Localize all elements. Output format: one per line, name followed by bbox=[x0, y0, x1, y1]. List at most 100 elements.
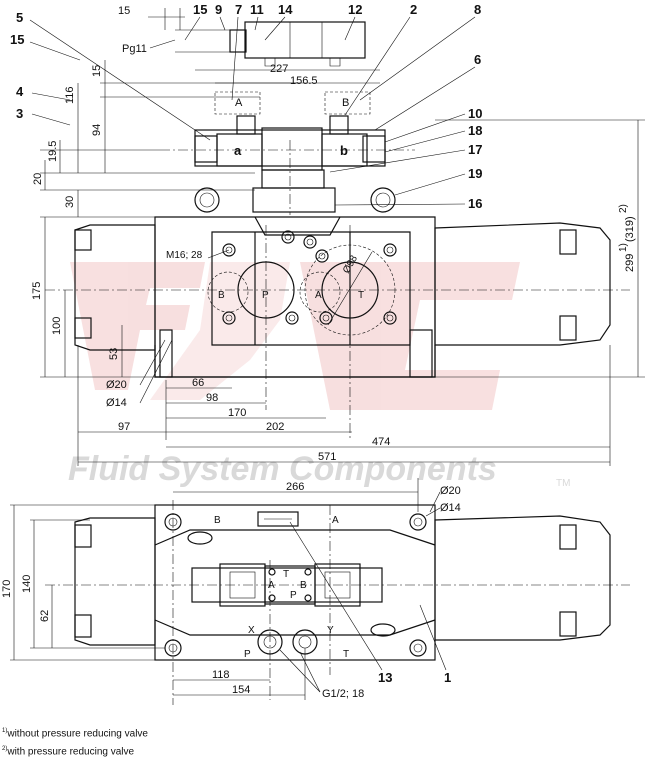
dim-20: 20 bbox=[32, 173, 44, 185]
solenoid-nut-a bbox=[194, 135, 218, 163]
dim-474: 474 bbox=[372, 436, 390, 448]
dim-319: (319) bbox=[624, 216, 636, 242]
callout-15-top: 15 bbox=[193, 2, 207, 17]
solenoid-b-label: b bbox=[340, 143, 348, 158]
bottom-port-a: A bbox=[332, 515, 339, 526]
thread-m16-label: M16; 28 bbox=[166, 250, 203, 261]
callout-14: 14 bbox=[278, 2, 293, 17]
callout-1: 1 bbox=[444, 670, 451, 685]
symbol-b: B bbox=[300, 580, 307, 591]
dim-118: 118 bbox=[212, 669, 230, 681]
footnote-2-text: with pressure reducing valve bbox=[7, 746, 135, 758]
dim-202: 202 bbox=[266, 421, 284, 433]
callout-10: 10 bbox=[468, 106, 482, 121]
dim-62: 62 bbox=[39, 610, 51, 622]
callout-12: 12 bbox=[348, 2, 362, 17]
diameter-20-top: Ø20 bbox=[106, 379, 127, 391]
top-view: A B a b bbox=[40, 21, 645, 440]
callout-6: 6 bbox=[474, 52, 481, 67]
bottom-port-t: T bbox=[343, 649, 349, 660]
solenoid-nut-b bbox=[362, 135, 386, 163]
symbol-t: T bbox=[283, 569, 289, 580]
dim-266: 266 bbox=[286, 481, 304, 493]
top-view-dimensions: 15 Pg11 227 156.5 15 116 94 19.5 20 30 1… bbox=[31, 5, 639, 466]
pg11-label: Pg11 bbox=[122, 43, 147, 55]
callout-8: 8 bbox=[474, 2, 481, 17]
pressure-reducing-valve bbox=[252, 187, 336, 213]
solenoid-a-label: a bbox=[234, 143, 242, 158]
pilot-port-a-label: A bbox=[235, 97, 243, 109]
callout-18: 18 bbox=[468, 123, 482, 138]
bottom-port-x: X bbox=[248, 625, 255, 636]
diameter-14-bottom: Ø14 bbox=[440, 502, 461, 514]
callout-4: 4 bbox=[16, 84, 24, 99]
dim-15-vertical: 15 bbox=[91, 65, 103, 77]
watermark-logo bbox=[70, 262, 520, 410]
main-body-bottom bbox=[154, 504, 436, 661]
dim-19-5: 19.5 bbox=[47, 141, 59, 162]
dim-116: 116 bbox=[64, 86, 76, 104]
bottom-port-p: P bbox=[244, 649, 251, 660]
dim-53: 53 bbox=[108, 348, 120, 360]
callout-17: 17 bbox=[468, 142, 482, 157]
watermark-tm: TM bbox=[556, 478, 570, 489]
symbol-p: P bbox=[290, 590, 297, 601]
bottom-view-dimensions: 266 Ø20 Ø14 170 140 62 118 154 G1/2; 18 bbox=[1, 481, 461, 700]
end-cap-right-bottom bbox=[434, 515, 611, 641]
nameplate bbox=[257, 511, 299, 527]
cable-gland bbox=[229, 29, 247, 53]
intermediate-plate bbox=[261, 169, 325, 189]
dim-175: 175 bbox=[31, 282, 43, 300]
port-a-label: A bbox=[315, 290, 322, 301]
lifting-eye-left bbox=[194, 187, 220, 213]
callout-15-left: 15 bbox=[10, 32, 24, 47]
pilot-center bbox=[261, 127, 323, 171]
dim-170-bottom: 170 bbox=[1, 580, 13, 598]
footnote-2-mark: 2) bbox=[2, 746, 8, 752]
end-cap-left-bottom bbox=[74, 517, 156, 646]
port-t-label: T bbox=[358, 290, 364, 301]
footnote-1: 1)without pressure reducing valve bbox=[2, 728, 148, 739]
diameter-14-top: Ø14 bbox=[106, 397, 127, 409]
footnote-1-text: without pressure reducing valve bbox=[7, 728, 148, 740]
dim-98: 98 bbox=[206, 392, 218, 404]
dim-299: 299 bbox=[624, 254, 636, 272]
dim-154: 154 bbox=[232, 684, 250, 696]
dim-30: 30 bbox=[64, 196, 76, 208]
callout-9: 9 bbox=[215, 2, 222, 17]
callout-19: 19 bbox=[468, 166, 482, 181]
bottom-port-y: Y bbox=[327, 625, 334, 636]
dim-156-5: 156.5 bbox=[290, 75, 318, 87]
dim-299-note: 1) bbox=[618, 243, 629, 252]
watermark-text: Fluid System Components bbox=[68, 450, 497, 488]
dim-94: 94 bbox=[91, 124, 103, 136]
dim-100: 100 bbox=[51, 317, 63, 335]
top-callouts: 15 9 7 11 14 12 2 8 5 15 4 3 6 10 18 17 … bbox=[10, 2, 482, 211]
bolt-holes bbox=[222, 230, 397, 325]
dim-170-top: 170 bbox=[228, 407, 246, 419]
callout-2: 2 bbox=[410, 2, 417, 17]
callout-3: 3 bbox=[16, 106, 23, 121]
bottom-port-b: B bbox=[214, 515, 221, 526]
symbol-a: A bbox=[268, 580, 275, 591]
callout-5: 5 bbox=[16, 10, 23, 25]
callout-7: 7 bbox=[235, 2, 242, 17]
lifting-eye-right bbox=[370, 187, 396, 213]
thread-g12-label: G1/2; 18 bbox=[322, 688, 364, 700]
footnote-2: 2)with pressure reducing valve bbox=[2, 746, 134, 757]
dim-571: 571 bbox=[318, 451, 336, 463]
pilot-port-b-label: B bbox=[342, 97, 349, 109]
end-cap-right bbox=[434, 222, 611, 346]
bottom-view: T A B P B A X Y P T bbox=[10, 478, 630, 705]
dim-97: 97 bbox=[118, 421, 130, 433]
port-b-label: B bbox=[218, 290, 225, 301]
plug-connector bbox=[244, 21, 366, 59]
footnote-1-mark: 1) bbox=[2, 728, 8, 734]
callout-11: 11 bbox=[250, 2, 264, 17]
callout-13: 13 bbox=[378, 670, 392, 685]
diameter-20-bottom: Ø20 bbox=[440, 485, 461, 497]
dim-66: 66 bbox=[192, 377, 204, 389]
dim-227: 227 bbox=[270, 63, 288, 75]
port-p-label: P bbox=[262, 290, 269, 301]
